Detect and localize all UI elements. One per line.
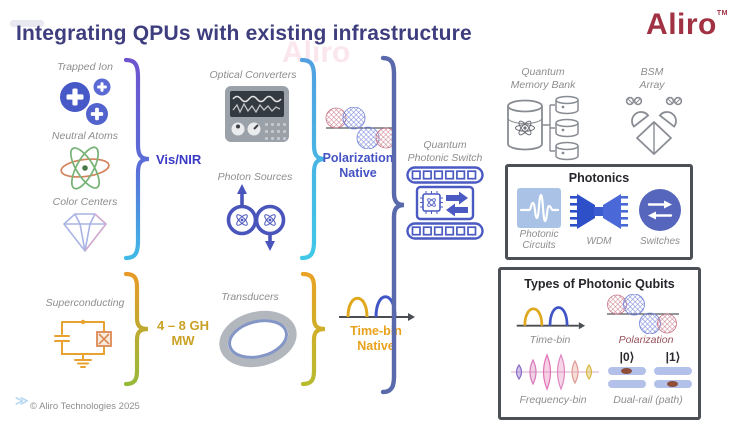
quantum-memory-bank-icon (507, 95, 579, 161)
switches-label: Switches (639, 236, 680, 247)
watermark-smudge (10, 20, 44, 27)
microwave-band-line2: MW (171, 333, 195, 348)
photon-sources-label: Photon Sources (217, 171, 293, 183)
polarization-qubit-icon (607, 294, 679, 334)
transducers-ring-icon (219, 310, 297, 368)
polarization-native-label: Polarization Native (317, 151, 399, 181)
neutral-atoms-icon (60, 146, 110, 190)
dual-rail-photon-dot (667, 380, 678, 387)
photonics-box: Photonics Photonic Circuits WDM Swit (505, 164, 693, 260)
superconducting-circuit-icon (54, 319, 112, 368)
time-bin-native-label: Time-bin Native (336, 324, 416, 354)
quantum-photonic-switch-icon (406, 166, 484, 240)
dual-rail-qubit-label: Dual-rail (path) (613, 394, 683, 406)
trapped-ion-label: Trapped Ion (57, 61, 113, 73)
polarization-wave-icon (325, 107, 396, 149)
dual-rail-photon-dot (621, 367, 632, 374)
polarization-native-line1: Polarization (322, 151, 394, 165)
photon-sources-icon (226, 184, 286, 251)
ket-one-label: |1⟩ (665, 350, 681, 364)
photonic-switch-label: Quantum Photonic Switch (398, 139, 492, 165)
bsm-array-icon (625, 96, 683, 155)
polarization-native-line2: Native (339, 166, 377, 180)
trademark-symbol: TM (716, 10, 728, 17)
time-bin-qubit-label: Time-bin (529, 334, 571, 346)
wdm-icon (570, 194, 628, 229)
photonic-switch-label-line2: Photonic Switch (407, 152, 483, 164)
neutral-atoms-label: Neutral Atoms (51, 130, 119, 142)
quantum-memory-bank-label: Quantum Memory Bank (497, 66, 589, 92)
transducers-label: Transducers (221, 291, 279, 303)
bsm-array-label-line2: Array (639, 79, 665, 91)
polarization-qubit-label: Polarization (618, 334, 674, 346)
visnir-brace (123, 57, 150, 261)
photonic-circuits-label: Photonic Circuits (519, 229, 559, 251)
microwave-band-line1: 4 – 8 GH (156, 318, 210, 333)
frequency-bin-qubit-label: Frequency-bin (519, 394, 587, 406)
microwave-band-label: 4 – 8 GH MW (150, 318, 216, 348)
memory-bank-label-line1: Quantum (521, 66, 565, 78)
background-watermark: Aliro (282, 36, 351, 69)
color-centers-label: Color Centers (52, 196, 118, 208)
page-title: Integrating QPUs with existing infrastru… (16, 22, 472, 45)
bsm-array-label-line1: BSM (640, 66, 664, 78)
time-bin-qubit-icon (516, 306, 586, 330)
aliro-logo: AliroTM (646, 8, 728, 42)
frequency-bin-qubit-icon (511, 353, 599, 391)
memory-bank-label-line2: Memory Bank (510, 79, 576, 91)
timebin-brace (300, 271, 326, 387)
dual-rail-bar (654, 367, 692, 375)
time-bin-native-line2: Native (357, 339, 395, 353)
main-brace (380, 55, 405, 395)
optical-converters-label: Optical Converters (209, 69, 297, 81)
visnir-band-label: Vis/NIR (156, 152, 202, 167)
watermark-chevron: ≫ (15, 393, 29, 408)
optical-converters-icon (225, 86, 289, 142)
polarization-brace (299, 57, 326, 261)
dual-rail-bar (608, 380, 646, 388)
aliro-logo-text: Aliro (646, 8, 717, 41)
photonic-switch-label-line1: Quantum (423, 139, 467, 151)
qubits-box-title: Types of Photonic Qubits (524, 277, 675, 291)
ket-zero-label: |0⟩ (619, 350, 635, 364)
switches-icon (639, 189, 681, 231)
wdm-label: WDM (586, 236, 612, 247)
photonic-circuits-icon (517, 188, 561, 228)
microwave-brace (123, 271, 149, 387)
copyright-text: © Aliro Technologies 2025 (30, 401, 140, 412)
photonics-box-title: Photonics (568, 171, 630, 185)
color-centers-icon (63, 213, 107, 252)
superconducting-label: Superconducting (45, 297, 125, 309)
time-bin-native-line1: Time-bin (350, 324, 402, 338)
bsm-array-label: BSM Array (616, 66, 688, 92)
trapped-ion-icon (60, 78, 111, 125)
photonic-qubits-box: Types of Photonic Qubits Time-bin Polari… (498, 267, 701, 420)
